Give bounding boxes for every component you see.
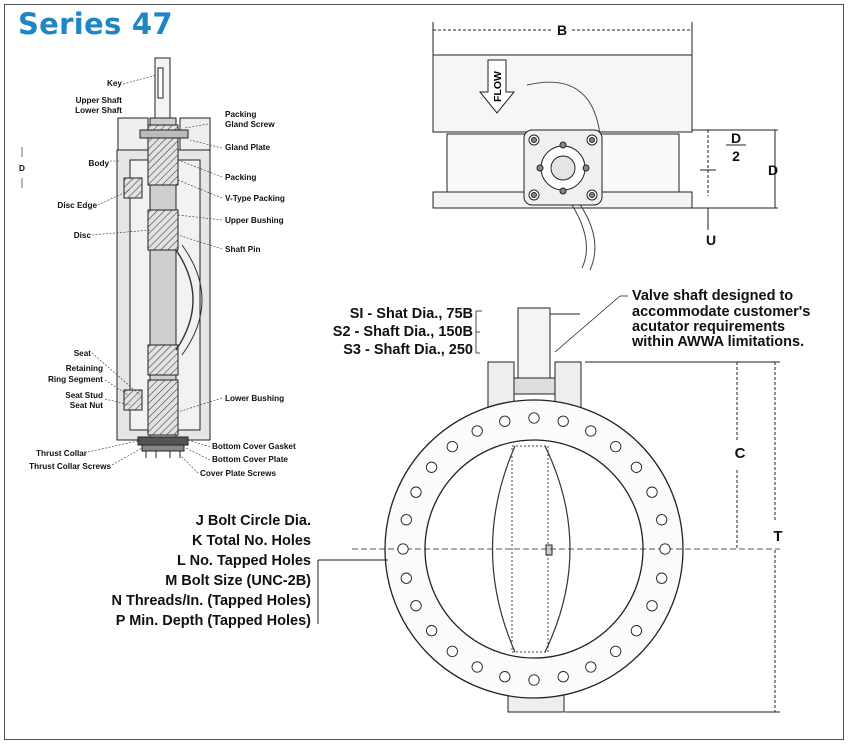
bolt-hole xyxy=(557,415,569,427)
callout-cover-plate-screws: Cover Plate Screws xyxy=(200,469,276,478)
shaft-note-line-1: Valve shaft designed to xyxy=(632,288,793,304)
bolt-hole xyxy=(471,661,483,673)
bolt-hole xyxy=(400,572,412,584)
left-leader-lines xyxy=(87,74,223,474)
bolt-hole xyxy=(659,543,671,555)
bolt-hole xyxy=(646,486,658,498)
shaft-note-line-2: accommodate customer's xyxy=(632,304,810,320)
callout-gland-screw: Gland Screw xyxy=(225,120,275,129)
callout-bottom-cover-gasket: Bottom Cover Gasket xyxy=(212,442,296,451)
bolt-hole xyxy=(630,625,643,637)
dim-d: D xyxy=(768,162,778,178)
bolt-hole xyxy=(528,412,540,424)
bolt-hole xyxy=(425,461,438,473)
bolt-legend-l: L No. Tapped Holes xyxy=(177,553,311,569)
bolt-hole xyxy=(528,674,540,686)
callout-gland-plate: Gland Plate xyxy=(225,143,270,152)
top-view-drawing xyxy=(432,22,778,271)
callout-upper-bushing: Upper Bushing xyxy=(225,216,284,225)
cross-section-drawing xyxy=(116,57,211,458)
shaft-note-line-3: acutator requirements xyxy=(632,319,785,335)
bolt-hole xyxy=(557,671,569,683)
callout-bottom-cover-plate: Bottom Cover Plate xyxy=(212,455,288,464)
bolt-hole xyxy=(410,600,422,612)
callout-thrust-collar-screws: Thrust Collar Screws xyxy=(29,462,111,471)
bolt-hole xyxy=(446,645,458,658)
callout-v-type-packing: V-Type Packing xyxy=(225,194,285,203)
page-title: Series 47 xyxy=(18,7,173,41)
bolt-hole xyxy=(471,425,483,437)
bolt-hole xyxy=(610,645,622,658)
bolt-hole xyxy=(646,600,658,612)
callout-disc: Disc xyxy=(74,231,92,240)
bolt-hole xyxy=(397,543,409,555)
shaft-note-s1: SI - Shat Dia., 75B xyxy=(350,306,473,322)
bolt-legend-j: J Bolt Circle Dia. xyxy=(196,513,311,529)
callout-seat-stud: Seat Stud xyxy=(65,391,103,400)
bolt-hole xyxy=(446,440,458,453)
front-view-drawing xyxy=(317,307,780,713)
dim-c: C xyxy=(735,445,746,462)
callout-body: Body xyxy=(89,159,110,168)
callout-packing: Packing xyxy=(225,110,256,119)
bolt-holes xyxy=(397,412,671,686)
callout-lower-bushing: Lower Bushing xyxy=(225,394,284,403)
dim-t: T xyxy=(773,528,782,545)
bolt-hole xyxy=(585,425,597,437)
bolt-hole xyxy=(656,514,668,526)
bolt-legend-m: M Bolt Size (UNC-2B) xyxy=(165,573,311,589)
callout-ring-segment: Ring Segment xyxy=(48,375,103,384)
dim-u: U xyxy=(706,232,716,248)
bolt-hole xyxy=(610,440,622,453)
bolt-legend-n: N Threads/In. (Tapped Holes) xyxy=(111,593,311,609)
callout-retaining: Retaining xyxy=(66,364,103,373)
callout-thrust-collar: Thrust Collar xyxy=(36,449,88,458)
callout-disc-edge: Disc Edge xyxy=(57,201,97,210)
shaft-note-line-4: within AWWA limitations. xyxy=(631,334,804,350)
bolt-hole xyxy=(425,625,438,637)
callout-key: Key xyxy=(107,79,122,88)
callout-shaft-pin: Shaft Pin xyxy=(225,245,260,254)
shaft-note-s3: S3 - Shaft Dia., 250 xyxy=(343,342,473,358)
shaft-note-s2: S2 - Shaft Dia., 150B xyxy=(333,324,473,340)
bolt-legend-k: K Total No. Holes xyxy=(192,533,311,549)
bolt-legend-p: P Min. Depth (Tapped Holes) xyxy=(116,613,311,629)
bolt-hole xyxy=(656,572,668,584)
bolt-hole xyxy=(585,661,597,673)
flow-label: FLOW xyxy=(492,71,504,102)
dim-b: B xyxy=(557,22,567,38)
callout-upper-shaft: Upper Shaft xyxy=(76,96,123,105)
callout-lower-shaft: Lower Shaft xyxy=(75,106,122,115)
callout-packing-2: Packing xyxy=(225,173,256,182)
bolt-hole xyxy=(400,514,412,526)
bolt-hole xyxy=(499,671,511,683)
dim-2: 2 xyxy=(732,148,740,164)
dim-d-top: D xyxy=(731,130,741,146)
shaft-note-leaders xyxy=(475,295,628,354)
callout-seat: Seat xyxy=(74,349,92,358)
callout-seat-nut: Seat Nut xyxy=(70,401,103,410)
bolt-hole xyxy=(630,461,643,473)
callout-d: D xyxy=(19,164,25,173)
bolt-hole xyxy=(499,415,511,427)
bolt-hole xyxy=(410,486,422,498)
